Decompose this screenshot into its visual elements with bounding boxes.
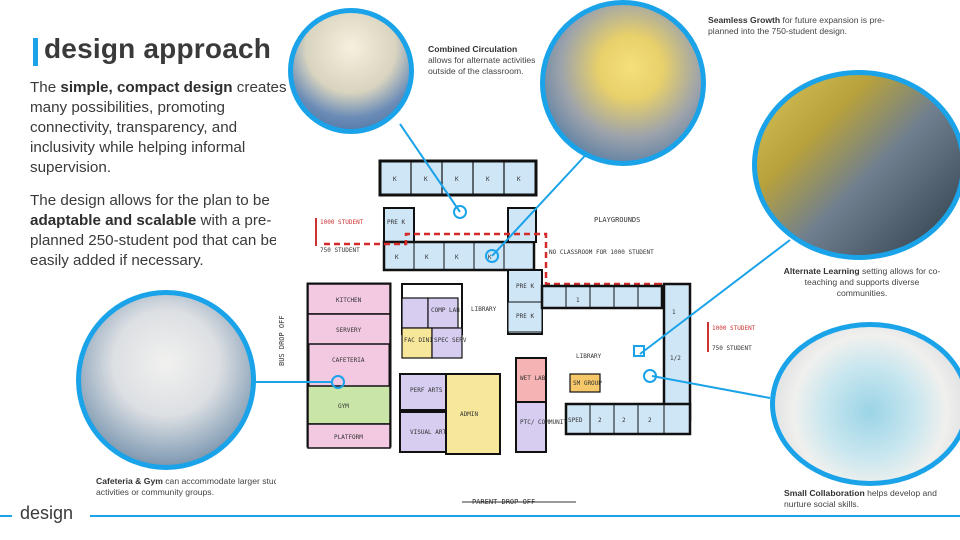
plan-label-k-9: K	[488, 254, 492, 261]
plan-label-k-8: K	[455, 254, 459, 261]
plan-label-1000-student-left: 1000 STUDENT	[320, 219, 364, 226]
plan-label-k-2: K	[424, 176, 428, 183]
caption-cafeteria-gym: Cafeteria & Gym can accommodate larger s…	[96, 476, 306, 498]
plan-label-comp-lab: COMP LAB	[431, 307, 460, 314]
plan-label-k-6: K	[395, 254, 399, 261]
intro-p1-bold: simple, compact design	[60, 79, 233, 96]
intro-paragraph-2: The design allows for the plan to be ada…	[30, 191, 300, 271]
intro-p2-rest: with a pre-planned 250-student pod that …	[30, 212, 278, 269]
plan-label-pre-k-2: PRE K	[516, 283, 534, 290]
caption-collab-title: Small Collaboration	[784, 488, 865, 498]
plan-label-library-2: LIBRARY	[576, 353, 602, 360]
caption-cafeteria-text: can accommodate larger student activitie…	[96, 476, 291, 497]
plan-label-sm-group: SM GROUP	[573, 380, 602, 387]
photo-combined-circulation	[288, 8, 414, 134]
plan-label-grade-2a: 2	[598, 417, 602, 424]
plan-label-spec-serv: SPEC SERV	[434, 337, 467, 344]
caption-circulation-text: allows for alternate activities outside …	[428, 55, 536, 76]
plan-label-playgrounds: PLAYGROUNDS	[594, 216, 640, 224]
plan-label-pre-k-3: PRE K	[516, 313, 534, 320]
plan-label-perf-arts: PERF ARTS	[410, 387, 443, 394]
plan-label-kitchen: KITCHEN	[336, 297, 362, 304]
plan-label-k-1: K	[393, 176, 397, 183]
caption-growth-text: for future expansion is pre-planned into…	[708, 15, 885, 36]
plan-label-cafeteria: CAFETERIA	[332, 357, 365, 364]
caption-small-collaboration: Small Collaboration helps develop and nu…	[784, 488, 954, 510]
caption-collab-text: helps develop and nurture social skills.	[784, 488, 937, 509]
plan-label-k-4: K	[486, 176, 490, 183]
photo-small-collaboration	[770, 322, 960, 486]
plan-label-no-classroom: NO CLASSROOM FOR 1000 STUDENT	[549, 249, 654, 256]
plan-label-k-5: K	[517, 176, 521, 183]
intro-p2-bold: adaptable and scalable	[30, 212, 197, 229]
plan-label-pre-k-1: PRE K	[387, 219, 405, 226]
plan-label-grade-2c: 2	[648, 417, 652, 424]
page-title: design approach	[44, 33, 272, 64]
caption-cafeteria-title: Cafeteria & Gym	[96, 476, 163, 486]
plan-label-grade-1b: 1	[672, 309, 676, 316]
footer-rule-left	[0, 515, 12, 517]
plan-label-grade-1-2: 1/2	[670, 355, 681, 362]
plan-label-gym: GYM	[338, 403, 349, 410]
plan-label-sped: SPED	[568, 417, 583, 424]
hotspot-cafeteria	[331, 375, 345, 389]
caption-alternate-text: setting allows for co-teaching and suppo…	[804, 266, 941, 298]
plan-label-fac-dining: FAC DINING	[404, 337, 441, 344]
plan-label-750-student-right: 750 STUDENT	[712, 345, 752, 352]
plan-label-ptc-community: PTC/ COMMUNITY	[520, 419, 571, 426]
photo-cafeteria-gym	[76, 290, 256, 470]
plan-label-admin: ADMIN	[460, 411, 478, 418]
intro-p1-rest: creates many possibilities, promoting co…	[30, 79, 287, 176]
caption-circulation-title: Combined Circulation	[428, 44, 518, 54]
floor-plan-sketch: K K K K K PRE K K K K K PRE K PRE K NO C…	[276, 126, 760, 518]
intro-paragraph-1: The simple, compact design creates many …	[30, 78, 300, 178]
plan-label-k-7: K	[425, 254, 429, 261]
intro-p1-text: The	[30, 79, 61, 96]
photo-seamless-growth	[540, 0, 706, 166]
plan-label-750-student-left: 750 STUDENT	[320, 247, 360, 254]
plan-label-grade-2b: 2	[622, 417, 626, 424]
title-accent-bar	[33, 38, 38, 66]
caption-growth-title: Seamless Growth	[708, 15, 781, 25]
photo-alternate-learning	[752, 70, 960, 260]
intro-p2-text: The design allows for the plan to be	[30, 192, 270, 209]
footer-section-label: design	[20, 503, 74, 523]
plan-label-k-3: K	[455, 176, 459, 183]
plan-label-wet-lab: WET LAB	[520, 375, 546, 382]
plan-label-servery: SERVERY	[336, 327, 362, 334]
caption-alternate-title: Alternate Learning	[783, 266, 860, 276]
plan-label-platform: PLATFORM	[334, 434, 363, 441]
plan-label-1000-student-right: 1000 STUDENT	[712, 325, 756, 332]
caption-seamless-growth: Seamless Growth for future expansion is …	[708, 15, 908, 37]
plan-label-visual-arts: VISUAL ARTS	[410, 429, 450, 436]
plan-label-bus-drop-off: BUS DROP OFF	[278, 315, 286, 366]
caption-combined-circulation: Combined Circulation allows for alternat…	[428, 44, 540, 77]
caption-alternate-learning: Alternate Learning setting allows for co…	[782, 266, 942, 299]
plan-label-library-1: LIBRARY	[471, 306, 497, 313]
plan-label-grade-1: 1	[576, 297, 580, 304]
footer-rule-right	[90, 515, 960, 517]
